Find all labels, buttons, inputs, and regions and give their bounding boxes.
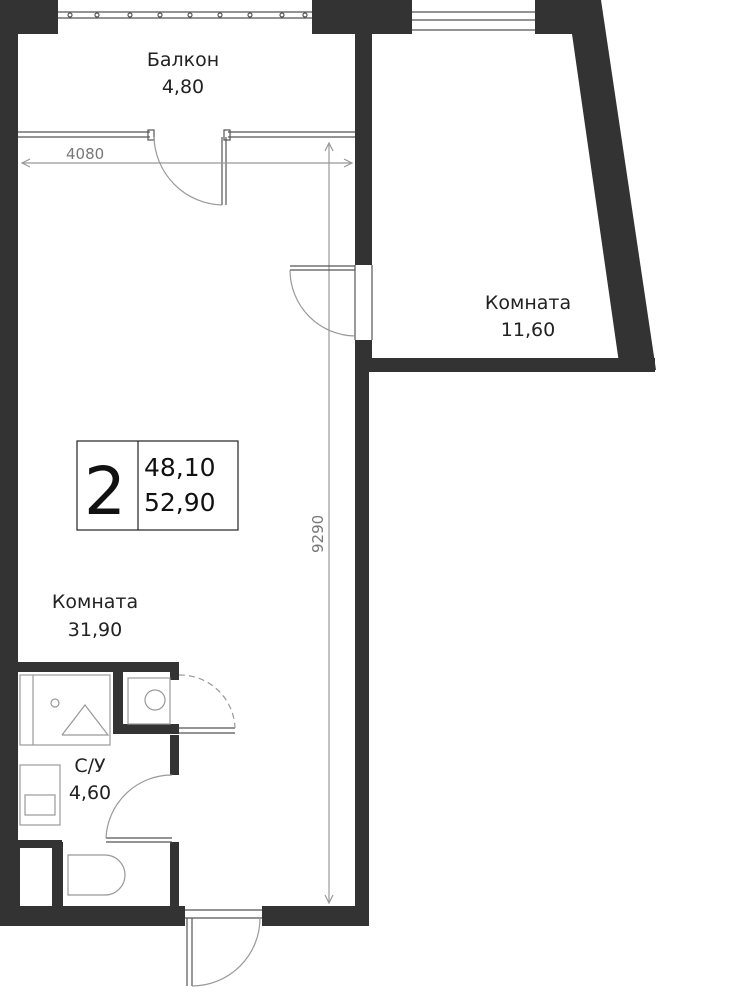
wall-living-right: [355, 358, 369, 926]
apartment-badge: 2 48,10 52,90: [76, 440, 239, 531]
shaft: [20, 848, 52, 906]
dimension-width: 4080: [20, 145, 354, 168]
bedroom-name: Комната: [485, 292, 571, 314]
wall-bedroom-right: [572, 0, 656, 370]
bathtub: [19, 674, 111, 746]
bedroom-door: [289, 265, 373, 340]
bathroom-fixtures: [19, 674, 171, 896]
bathroom-area: 4,60: [69, 782, 111, 804]
wall-partition-upper: [355, 30, 372, 265]
wall-bottom-left: [0, 906, 185, 926]
wall-bottom-right: [262, 906, 369, 926]
wall-top-left: [0, 0, 58, 34]
entrance-door: [185, 906, 262, 987]
dimension-height-label: 9290: [309, 515, 327, 553]
wall-top-middle: [312, 0, 412, 34]
living-area-total: 48,10: [144, 453, 216, 482]
total-area: 52,90: [144, 488, 216, 517]
wall-bath-top: [14, 662, 179, 672]
balcony-area: 4,80: [162, 76, 204, 98]
dimension-width-label: 4080: [66, 145, 104, 163]
wall-left: [0, 0, 18, 855]
walls: [0, 0, 656, 926]
wall-bath-right-top: [170, 662, 179, 680]
bathroom-name: С/У: [74, 755, 106, 777]
balcony-window: [58, 11, 312, 19]
washing-machine: [127, 677, 171, 725]
wall-bedroom-bottom: [355, 358, 655, 372]
rooms-count: 2: [84, 453, 126, 530]
wall-laundry-left: [113, 672, 123, 734]
living-name: Комната: [52, 591, 138, 613]
bedroom-window: [412, 11, 535, 31]
wall-laundry-bottom: [113, 724, 179, 734]
bathroom-door: [105, 774, 173, 843]
balcony-glazing: [18, 129, 355, 206]
wall-bath-right-low: [170, 842, 179, 912]
toilet: [67, 854, 126, 896]
sink: [19, 764, 61, 826]
balcony-name: Балкон: [147, 49, 219, 71]
wall-bath-right-mid: [170, 735, 179, 775]
wall-wc: [55, 842, 63, 912]
laundry-door: [178, 674, 236, 734]
dimension-height: 9290: [309, 141, 334, 905]
living-area: 31,90: [68, 619, 122, 641]
bedroom-area: 11,60: [501, 319, 555, 341]
